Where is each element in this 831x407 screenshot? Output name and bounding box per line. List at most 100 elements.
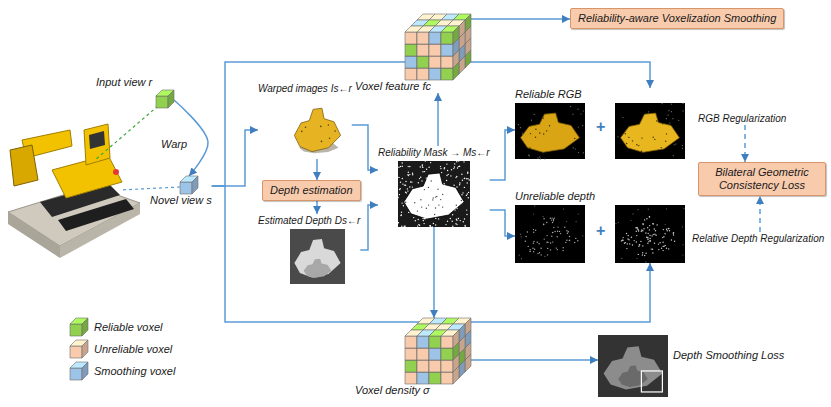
- speckle: [663, 229, 664, 230]
- warning-light: [113, 169, 119, 175]
- speckle: [434, 214, 435, 215]
- speckle: [528, 155, 529, 156]
- speckle: [533, 243, 534, 244]
- speckle: [648, 209, 649, 210]
- speckle: [538, 243, 539, 244]
- speckle: [541, 254, 542, 255]
- speckle: [422, 164, 423, 165]
- speckle: [423, 220, 424, 221]
- speckle: [422, 218, 423, 219]
- speckle: [406, 192, 407, 193]
- speckle: [662, 237, 663, 238]
- speckle: [404, 226, 405, 227]
- text-node: RGB Regularization: [698, 112, 786, 125]
- speckle: [642, 230, 643, 231]
- image-ground: [290, 229, 345, 284]
- speckle: [628, 239, 629, 240]
- plus-sign: +: [593, 119, 608, 135]
- speckle: [412, 174, 413, 175]
- connector: [316, 201, 318, 214]
- voxel-face: [405, 56, 417, 68]
- speckle: [405, 192, 406, 193]
- voxel-face: [156, 96, 168, 108]
- speckle: [532, 248, 533, 249]
- speckle: [442, 194, 443, 195]
- speckle: [422, 167, 423, 168]
- speckle: [635, 227, 636, 228]
- voxel-face: [82, 362, 88, 380]
- speckle: [567, 233, 568, 234]
- object-shape: [294, 108, 340, 151]
- speckle: [565, 242, 566, 243]
- speckle: [402, 162, 403, 163]
- speckle: [410, 181, 411, 182]
- speckle: [560, 233, 561, 234]
- voxel-face: [459, 20, 465, 38]
- speckle: [426, 208, 427, 209]
- node-label: Voxel density σ: [355, 384, 471, 397]
- speckle: [419, 225, 420, 226]
- speckle: [456, 205, 457, 206]
- speckle: [530, 133, 531, 134]
- speckle: [420, 177, 421, 178]
- speckle: [647, 237, 648, 238]
- speckle: [408, 212, 409, 213]
- voxel-face: [405, 348, 417, 360]
- node-label: Voxel feature fc: [355, 80, 471, 93]
- speckle: [543, 117, 544, 118]
- speckle: [629, 243, 630, 244]
- speckle: [638, 230, 639, 231]
- picture: [398, 161, 470, 227]
- speckle: [535, 129, 536, 130]
- speckle: [425, 160, 426, 161]
- speckle: [467, 182, 468, 183]
- speckle: [529, 147, 530, 148]
- speckle: [557, 226, 558, 227]
- speckle: [403, 205, 404, 206]
- speckle: [665, 245, 666, 246]
- voxel-face: [180, 182, 192, 194]
- speckle: [644, 219, 645, 220]
- speckle: [568, 231, 569, 232]
- speckle: [667, 230, 668, 231]
- voxel-face: [465, 14, 471, 32]
- voxel-face: [441, 348, 453, 360]
- voxel-face: [417, 32, 429, 44]
- node-label: Depth Smoothing Loss: [673, 349, 784, 362]
- speckle: [533, 251, 534, 252]
- process-box: Depth estimation: [262, 180, 361, 201]
- speckle: [533, 213, 534, 214]
- image-ground: [290, 97, 345, 159]
- speckle: [420, 199, 421, 200]
- speckle: [421, 180, 422, 181]
- speckle: [301, 131, 303, 133]
- voxel-face: [429, 372, 441, 384]
- node-label: RGB Regularization: [698, 112, 786, 125]
- speckle: [574, 242, 575, 243]
- node-label: Depth estimation: [270, 184, 353, 197]
- speckle: [546, 242, 547, 243]
- speckle: [440, 168, 441, 169]
- speckle: [539, 156, 540, 157]
- speckle: [414, 188, 415, 189]
- speckle: [534, 114, 535, 115]
- speckle: [647, 243, 648, 244]
- object-shape: [618, 365, 647, 387]
- speckle: [450, 218, 451, 219]
- speckle: [441, 172, 442, 173]
- speckle: [539, 132, 540, 133]
- speckle: [423, 223, 424, 224]
- speckle: [651, 235, 652, 236]
- speckle: [444, 183, 445, 184]
- speckle: [574, 138, 575, 139]
- speckle: [570, 106, 571, 107]
- voxel-face: [417, 68, 429, 80]
- speckle: [621, 258, 622, 259]
- speckle: [321, 141, 323, 143]
- speckle: [544, 256, 545, 257]
- speckle: [668, 115, 669, 116]
- speckle: [682, 254, 683, 255]
- voxel-face: [429, 44, 441, 56]
- speckle: [447, 170, 448, 171]
- speckle: [452, 214, 453, 215]
